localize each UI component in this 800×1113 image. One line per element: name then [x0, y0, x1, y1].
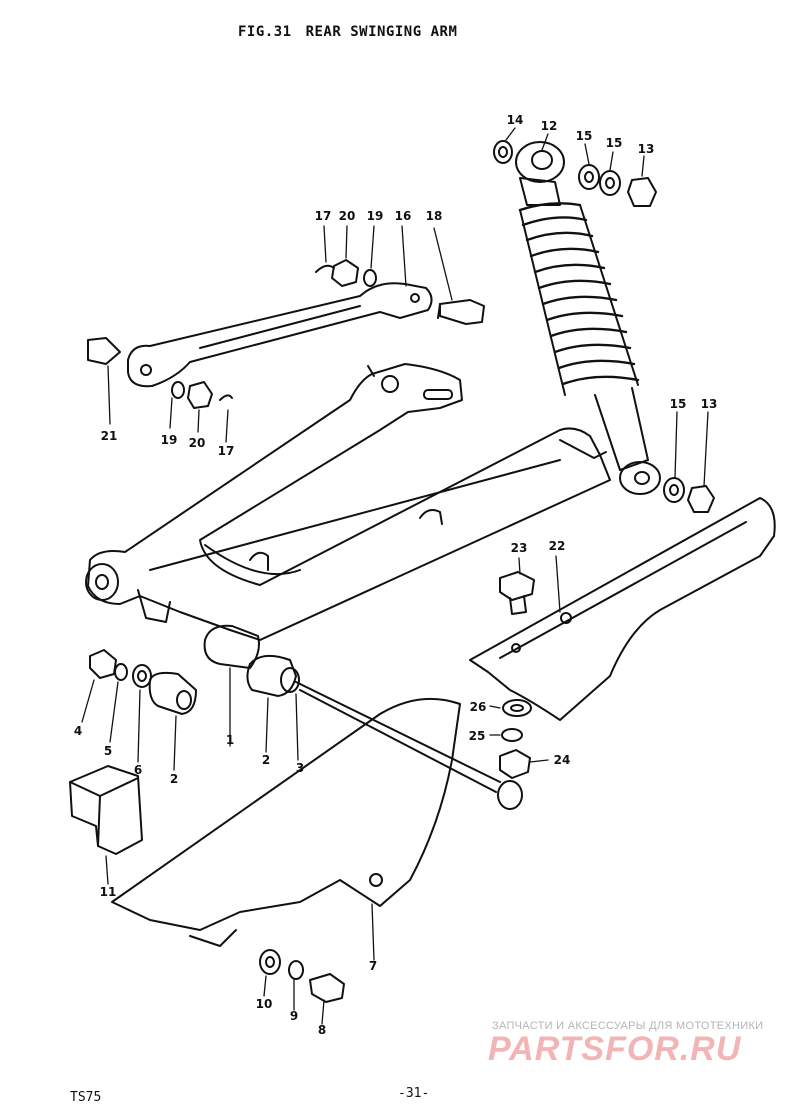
- callout-20: 20: [188, 436, 206, 450]
- callout-13: 13: [637, 142, 655, 156]
- callout-11: 11: [99, 885, 117, 899]
- callout-21: 21: [100, 429, 118, 443]
- callout-16: 16: [394, 209, 412, 223]
- callout-24: 24: [553, 753, 571, 767]
- callout-19: 19: [366, 209, 384, 223]
- torque-link: [127, 282, 433, 388]
- pivot-shaft: [295, 681, 523, 810]
- chain-guard-hardware: [259, 949, 345, 1003]
- callout-6: 6: [133, 763, 143, 777]
- callout-13: 13: [700, 397, 718, 411]
- callout-23: 23: [510, 541, 528, 555]
- chain-case-hardware: [499, 571, 535, 779]
- figure-name: REAR SWINGING ARM: [305, 24, 458, 40]
- swinging-arm: [85, 363, 611, 641]
- shock-bottom-hardware: [663, 477, 715, 513]
- callout-3: 3: [295, 761, 305, 775]
- watermark-caption: ЗАПЧАСТИ И АКСЕССУАРЫ ДЛЯ МОТОТЕХНИКИ: [492, 1020, 764, 1032]
- callout-22: 22: [548, 539, 566, 553]
- callout-17: 17: [314, 209, 332, 223]
- chain-guard: [111, 697, 461, 947]
- chain-guide-bracket: [69, 765, 143, 855]
- callout-15: 15: [669, 397, 687, 411]
- callout-15: 15: [575, 129, 593, 143]
- figure-title: FIG.31 REAR SWINGING ARM: [238, 24, 471, 40]
- callout-4: 4: [73, 724, 83, 738]
- callout-15: 15: [605, 136, 623, 150]
- shock-absorber: [515, 141, 661, 495]
- callout-14: 14: [506, 113, 524, 127]
- callout-12: 12: [540, 119, 558, 133]
- callout-20: 20: [338, 209, 356, 223]
- callout-8: 8: [317, 1023, 327, 1037]
- watermark-logo: PARTSFOR.RU: [488, 1030, 742, 1068]
- pivot-bushings: [203, 624, 300, 697]
- callout-9: 9: [289, 1009, 299, 1023]
- torque-link-hardware: [87, 259, 485, 409]
- callout-7: 7: [368, 959, 378, 973]
- page-number: -31-: [398, 1086, 430, 1101]
- callout-10: 10: [255, 997, 273, 1011]
- callout-2: 2: [261, 753, 271, 767]
- callout-17: 17: [217, 444, 235, 458]
- figure-number: FIG.31: [238, 24, 292, 40]
- callout-25: 25: [468, 729, 486, 743]
- callout-18: 18: [425, 209, 443, 223]
- callout-2: 2: [169, 772, 179, 786]
- pivot-hardware-left: [89, 649, 197, 715]
- callout-5: 5: [103, 744, 113, 758]
- shock-top-hardware: [493, 140, 657, 207]
- model-code: TS75: [70, 1090, 102, 1105]
- leader-lines: [81, 127, 709, 1025]
- callout-19: 19: [160, 433, 178, 447]
- callout-1: 1: [225, 733, 235, 747]
- callout-26: 26: [469, 700, 487, 714]
- chain-case: [469, 497, 776, 721]
